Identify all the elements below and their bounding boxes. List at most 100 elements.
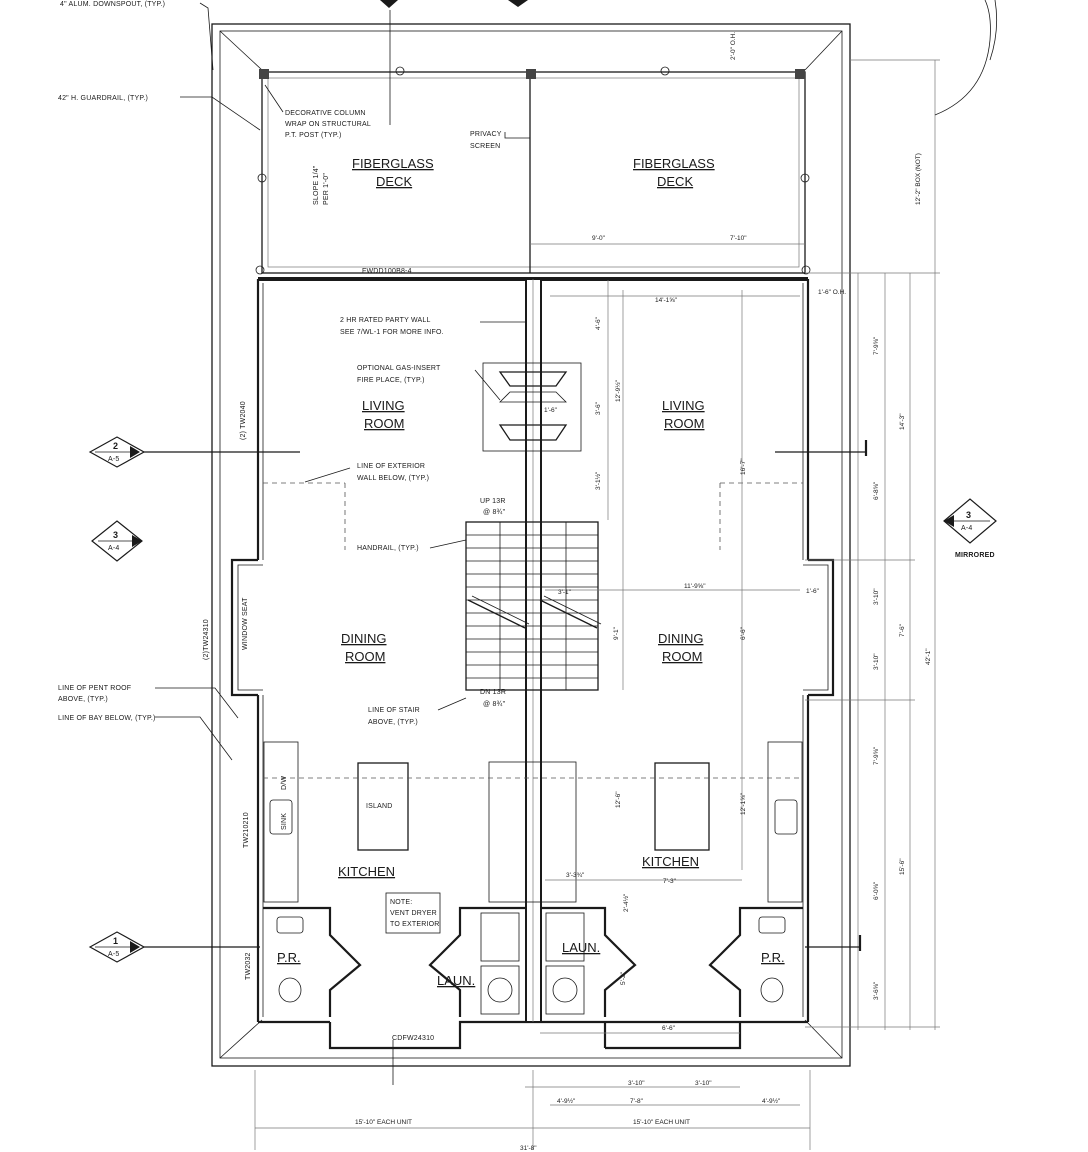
room-dining-left-2: ROOM: [345, 649, 385, 664]
dim-bottom-3: 7'-8": [630, 1098, 644, 1105]
dim-kitchen-r1: 7'-9⅝": [873, 746, 880, 765]
room-living-left-1: LIVING: [362, 398, 405, 413]
note-dn-dim: @ 8¾": [483, 701, 506, 708]
dim-each-unit-left: 15'-10" EACH UNIT: [355, 1119, 412, 1126]
window-tag-pr: TW2032: [245, 952, 252, 980]
note-vent-2: VENT DRYER: [390, 910, 437, 917]
stair: [465, 521, 602, 691]
dim-living-r2: 14'-3": [899, 413, 906, 430]
dim-kitchen-r2: 12'-6": [615, 791, 622, 808]
note-pent-1: LINE OF PENT ROOF: [58, 685, 131, 692]
section-marker-3: [91, 520, 143, 562]
note-slope-2: PER 1'-0": [323, 173, 330, 205]
dim-fireplace-width: 1'-6": [544, 407, 558, 414]
section-marker-1: [88, 931, 260, 963]
window-seat-label: WINDOW SEAT: [242, 597, 249, 650]
section-3-sheet: A-4: [108, 545, 120, 552]
note-bay: LINE OF BAY BELOW, (TYP.): [58, 715, 156, 722]
dim-fireplace-1: 3'-6": [595, 401, 602, 415]
note-slope-1: SLOPE 1/4": [313, 165, 320, 205]
island: [357, 762, 409, 851]
note-pent-2: ABOVE, (TYP.): [58, 696, 108, 703]
dim-kitchen-r6: 3'-6⅝": [873, 981, 880, 1000]
dim-kitchen-r5: 6'-0⅝": [873, 881, 880, 900]
section-marker-2: [88, 436, 300, 468]
dim-bottom-2: 3'-10": [695, 1080, 712, 1087]
dim-bay-r2: 7'-6": [899, 623, 906, 637]
dim-deck-width-1: 9'-0": [592, 235, 606, 242]
note-fire-2: FIRE PLACE, (TYP.): [357, 377, 425, 384]
section-1-number: 1: [113, 936, 118, 946]
room-labels: FIBERGLASS DECK FIBERGLASS DECK LIVING R…: [277, 156, 785, 988]
sink-label: SINK: [281, 813, 288, 830]
room-living-left-2: ROOM: [364, 416, 404, 431]
note-party-1: 2 HR RATED PARTY WALL: [340, 317, 431, 324]
note-guardrail: 42" H. GUARDRAIL, (TYP.): [58, 95, 148, 102]
room-powder-left: P.R.: [277, 950, 301, 965]
section-tag-text: 2 A-5 3 A-4 1 A-5 3 A-4: [108, 441, 973, 958]
dim-deck-width-2: 7'-10": [730, 235, 747, 242]
note-fire-1: OPTIONAL GAS-INSERT: [357, 365, 441, 372]
party-wall: [525, 278, 542, 1023]
note-extwall-1: LINE OF EXTERIOR: [357, 463, 425, 470]
dim-living-height: 16'-7": [740, 458, 747, 475]
note-column-1: DECORATIVE COLUMN: [285, 110, 366, 117]
section-3r-sheet: A-4: [961, 525, 973, 532]
dim-bay-r1: 3'-10": [873, 588, 880, 605]
note-stair-2: ABOVE, (TYP.): [368, 719, 418, 726]
room-dining-left-1: DINING: [341, 631, 387, 646]
column-post: [795, 69, 805, 79]
section-1-sheet: A-5: [108, 951, 120, 958]
note-up: UP 13R: [480, 498, 506, 505]
window-tag-kitchen: TW210210: [243, 812, 250, 848]
room-dining-right-2: ROOM: [662, 649, 702, 664]
section-3-number: 3: [113, 530, 118, 540]
dim-kitchen-w2: 7'-3": [663, 878, 677, 885]
kitchen-fixtures: [263, 741, 803, 903]
window-tag-dining: (2)TW24310: [203, 619, 210, 660]
dim-laundry-1: 5'-2": [620, 971, 627, 985]
annotations: 4" ALUM. DOWNSPOUT, (TYP.) 42" H. GUARDR…: [58, 1, 995, 1042]
dim-bay-r3: 3'-10": [873, 653, 880, 670]
dim-dining-width: 11'-9⅝": [684, 583, 706, 590]
deck-area: [255, 66, 811, 275]
dimension-lines: [254, 0, 998, 1150]
section-3r-number: 3: [966, 510, 971, 520]
dim-powder-1: 6'-6": [662, 1025, 676, 1032]
room-deck-right-1: FIBERGLASS: [633, 156, 715, 171]
dim-total-width: 31'-8": [520, 1145, 537, 1152]
door-tag-top: FWDD100B8-4: [362, 268, 412, 275]
dim-party-4: 4'-6": [595, 316, 602, 330]
dim-laundry-2: 2'-4½": [622, 893, 630, 912]
dim-overhang-top: 2'-0" O.H.: [730, 32, 737, 60]
dim-bottom-1: 3'-10": [628, 1080, 645, 1087]
north-arrow-tip: [380, 0, 398, 8]
note-downspout: 4" ALUM. DOWNSPOUT, (TYP.): [60, 1, 165, 8]
note-stair-1: LINE OF STAIR: [368, 707, 420, 714]
mirrored-label: MIRRORED: [955, 552, 995, 559]
dimension-text: 12'-2" BOX (NOT) 2'-0" O.H. 9'-0" 7'-10"…: [355, 32, 932, 1152]
exterior-walls: [230, 277, 835, 1050]
dim-kitchen-r3: 12'-1⅝": [740, 792, 747, 815]
dim-each-unit-right: 15'-10" EACH UNIT: [633, 1119, 690, 1126]
room-dining-right-1: DINING: [658, 631, 704, 646]
dishwasher-label: D/W: [281, 776, 288, 790]
note-handrail: HANDRAIL, (TYP.): [357, 545, 419, 552]
dim-bottom-4: 4'-9½": [557, 1097, 576, 1105]
door-tag-bottom: CDFW24310: [392, 1035, 434, 1042]
note-column-3: P.T. POST (TYP.): [285, 132, 342, 139]
note-privacy-1: PRIVACY: [470, 131, 502, 138]
window-tag-left: (2) TW2040: [240, 401, 247, 440]
dim-overhang-right: 1'-6" O.H.: [818, 289, 846, 296]
room-laundry-left: LAUN.: [437, 973, 475, 988]
room-kitchen-left: KITCHEN: [338, 864, 395, 879]
room-living-right-2: ROOM: [664, 416, 704, 431]
note-dn: DN 13R: [480, 689, 506, 696]
island-label: ISLAND: [366, 803, 393, 810]
dim-stair-width: 3'-1½": [594, 471, 602, 490]
dim-dining-2: 6'-6": [740, 626, 747, 640]
dim-fireplace-2: 12'-9½": [614, 379, 622, 402]
room-deck-right-2: DECK: [657, 174, 693, 189]
dim-stair-cut: 3'-1": [558, 589, 572, 596]
room-kitchen-right: KITCHEN: [642, 854, 699, 869]
